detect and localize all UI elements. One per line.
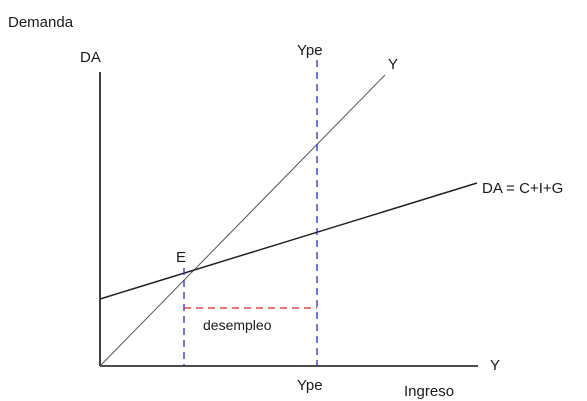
line-45-degree <box>99 74 386 367</box>
x-axis-title: Ingreso <box>404 383 454 400</box>
ype-top-label: Ype <box>297 42 323 59</box>
unemployment-gap-label: desempleo <box>203 317 272 333</box>
line-45-label: Y <box>388 56 398 73</box>
y-axis-label: DA <box>80 49 101 66</box>
aggregate-demand-label: DA = C+I+G <box>482 180 563 197</box>
x-axis-end-label: Y <box>490 357 500 374</box>
ype-bottom-label: Ype <box>297 377 323 394</box>
equilibrium-label: E <box>176 249 186 266</box>
aggregate-demand-line <box>99 182 478 300</box>
demand-title: Demanda <box>8 14 74 31</box>
